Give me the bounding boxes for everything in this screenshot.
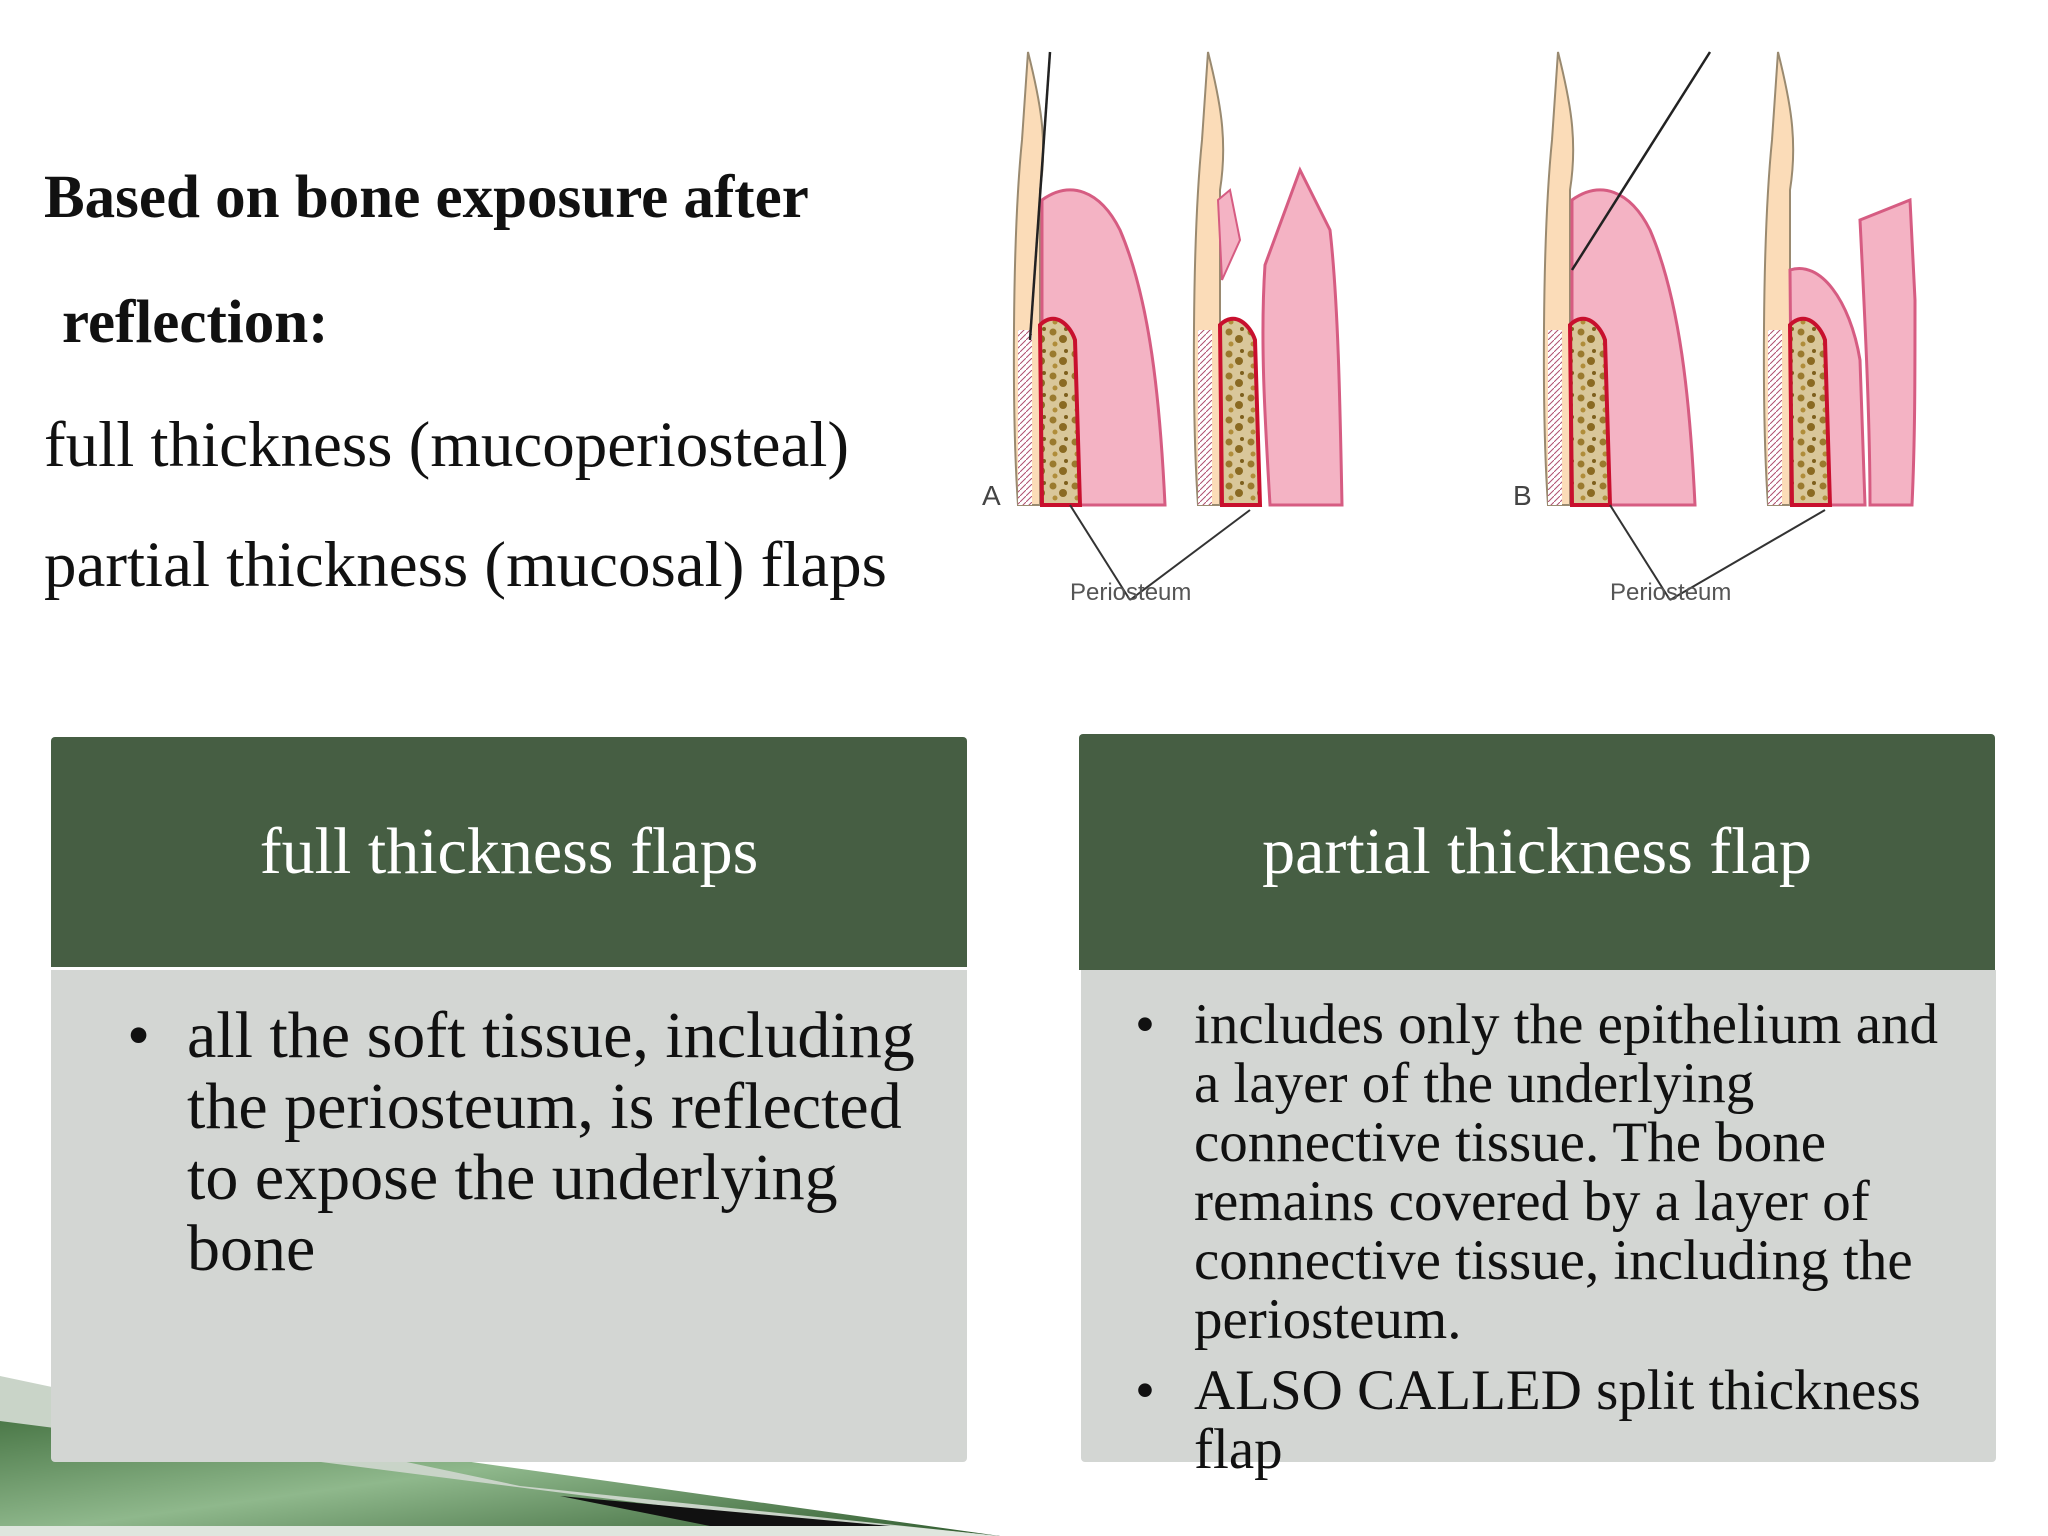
panel-b-reflected <box>1762 51 1917 507</box>
list-item: •includes only the epithelium and a laye… <box>1135 993 1939 1351</box>
full-thickness-body: •all the soft tissue, including the peri… <box>51 970 967 1462</box>
full-thickness-bullets: •all the soft tissue, including the peri… <box>51 970 967 1284</box>
partial-thickness-line: partial thickness (mucosal) flaps <box>44 529 887 601</box>
label-a: A <box>982 480 1001 511</box>
partial-thickness-body: •includes only the epithelium and a laye… <box>1081 970 1996 1479</box>
list-item: •all the soft tissue, including the peri… <box>127 999 915 1285</box>
slide-heading: Based on bone exposure after reflection: <box>44 135 964 385</box>
full-thickness-header: full thickness flaps <box>51 737 967 967</box>
periosteum-label-b: Periosteum <box>1610 579 1731 606</box>
panel-b-intact <box>1542 51 1712 507</box>
label-b: B <box>1513 480 1532 511</box>
slide-text: Based on bone exposure after reflection:… <box>44 135 964 625</box>
list-item: •ALSO CALLED split thickness flap <box>1135 1359 1921 1481</box>
full-thickness-line: full thickness (mucoperiosteal) <box>44 409 850 481</box>
periosteum-label-a: Periosteum <box>1070 579 1191 606</box>
bullet-icon: • <box>1135 993 1155 1056</box>
partial-thickness-bullets: •includes only the epithelium and a laye… <box>1081 970 1996 1479</box>
flap-diagram: A Periosteum B Periosteum <box>982 51 1917 606</box>
heading-line-2: reflection: <box>62 289 329 356</box>
partial-thickness-header: partial thickness flap <box>1079 734 1995 970</box>
panel-a-reflected <box>1192 51 1344 507</box>
partial-thickness-title: partial thickness flap <box>1262 815 1812 888</box>
panel-a-intact <box>1012 51 1167 507</box>
heading-line-1: Based on bone exposure after <box>44 164 809 231</box>
bullet-icon: • <box>1135 1359 1155 1422</box>
bullet-icon: • <box>127 999 151 1072</box>
full-thickness-title: full thickness flaps <box>259 815 759 888</box>
